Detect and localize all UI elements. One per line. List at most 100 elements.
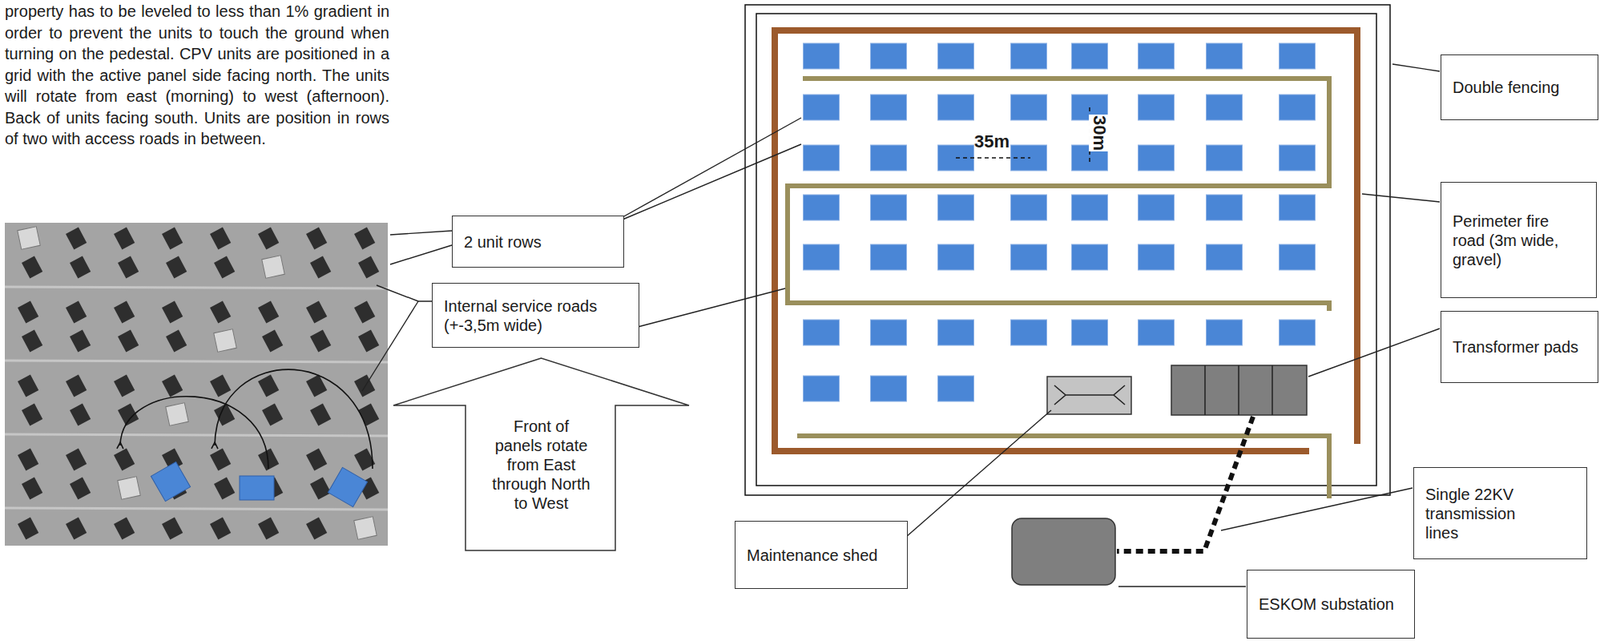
cpv-unit bbox=[870, 194, 907, 221]
photo-panel bbox=[257, 227, 279, 250]
photo-panel bbox=[117, 256, 139, 279]
photo-panel bbox=[17, 301, 39, 324]
fire-road bbox=[771, 447, 1310, 455]
photo-panel bbox=[358, 256, 379, 279]
photo-panel bbox=[310, 330, 331, 353]
transmission-line bbox=[1116, 416, 1254, 552]
fire-road bbox=[774, 30, 1358, 455]
photo-panel bbox=[17, 374, 39, 398]
node-label: 2 unit rows bbox=[463, 232, 613, 252]
photo-panel bbox=[261, 330, 283, 353]
node-label: Single 22KV transmission lines bbox=[1425, 484, 1546, 543]
callout-text: ESKOM substation bbox=[1258, 594, 1403, 614]
node-label: Double fencing bbox=[1452, 77, 1587, 97]
cpv-unit bbox=[1072, 319, 1109, 346]
node-label: Transformer pads bbox=[1452, 337, 1587, 357]
cpv-unit bbox=[803, 319, 840, 346]
cpv-unit bbox=[803, 244, 840, 271]
node-label: ESKOM substation bbox=[1258, 594, 1403, 614]
photo-panel bbox=[257, 374, 279, 398]
cpv-unit bbox=[1072, 43, 1109, 69]
photo-panel bbox=[21, 403, 43, 427]
photo-panel bbox=[358, 330, 379, 353]
leader-line bbox=[1362, 193, 1440, 202]
service-road bbox=[787, 78, 1330, 311]
photo-panel bbox=[161, 374, 183, 398]
arrow-shape bbox=[393, 358, 690, 551]
cpv-unit bbox=[803, 145, 840, 171]
photo-panel bbox=[306, 301, 327, 324]
photo-panel bbox=[69, 330, 91, 353]
cpv-unit bbox=[1011, 194, 1048, 221]
rotation-arc bbox=[214, 369, 373, 469]
cpv-unit bbox=[1011, 244, 1048, 271]
photo-panel bbox=[113, 374, 135, 398]
leader-line bbox=[637, 288, 786, 327]
photo-panel bbox=[310, 403, 331, 427]
photo-panel bbox=[65, 517, 87, 541]
cpv-unit bbox=[1206, 94, 1243, 121]
cpv-unit bbox=[1138, 43, 1175, 69]
cpv-unit bbox=[1011, 319, 1048, 346]
photo-panels bbox=[17, 226, 379, 541]
cpv-unit bbox=[938, 375, 975, 402]
photo-panel bbox=[261, 403, 283, 427]
inner-fence bbox=[756, 13, 1377, 486]
cpv-unit bbox=[1279, 94, 1316, 121]
callout-box: Transformer pads bbox=[1440, 310, 1599, 383]
photo-panel bbox=[306, 448, 327, 472]
callout-box: Maintenance shed bbox=[734, 520, 908, 589]
unit-east bbox=[150, 461, 190, 501]
cpv-unit bbox=[938, 43, 975, 69]
dimension-line bbox=[955, 157, 1031, 159]
cpv-unit bbox=[938, 194, 975, 221]
photo-panel bbox=[117, 403, 139, 427]
leader-lines bbox=[362, 64, 1440, 587]
cpv-unit bbox=[1138, 319, 1175, 346]
photo-panel bbox=[117, 330, 139, 353]
node-label: Front of panels rotate from East through… bbox=[489, 416, 594, 513]
arrow-text: Front of panels rotate from East through… bbox=[489, 416, 594, 513]
photo-panel bbox=[209, 374, 231, 398]
photo-panel bbox=[17, 226, 41, 250]
photo-roads bbox=[4, 286, 388, 510]
cpv-unit bbox=[803, 94, 840, 121]
leader-line bbox=[362, 301, 419, 391]
cpv-units bbox=[803, 43, 1316, 402]
photo-road bbox=[4, 360, 388, 363]
shed-symbol bbox=[1054, 385, 1125, 405]
photo-panel bbox=[213, 477, 235, 500]
photo-panel bbox=[117, 476, 141, 500]
photo-panel bbox=[161, 301, 183, 324]
photo-panel bbox=[354, 301, 375, 324]
callout-text: Internal service roads (+-3,5m wide) bbox=[443, 296, 628, 335]
photo-panel bbox=[113, 448, 135, 472]
leader-line bbox=[390, 245, 452, 265]
cpv-unit bbox=[938, 94, 975, 121]
cpv-unit bbox=[1138, 194, 1175, 221]
photo-panel bbox=[113, 301, 135, 324]
outer-fence bbox=[745, 4, 1391, 496]
pad-divider bbox=[1205, 365, 1273, 416]
photo-panel bbox=[165, 330, 187, 353]
photo-panel bbox=[165, 403, 189, 426]
callout-text: Transformer pads bbox=[1452, 337, 1587, 357]
leader-line bbox=[376, 285, 432, 302]
callout-box: Single 22KV transmission lines bbox=[1413, 467, 1588, 560]
cpv-unit bbox=[1138, 145, 1175, 171]
photo-panel bbox=[65, 448, 87, 472]
callout-text: Maintenance shed bbox=[746, 545, 896, 565]
photo-panel bbox=[209, 517, 231, 541]
photo-panel bbox=[161, 517, 183, 541]
photo-panel bbox=[209, 227, 231, 250]
cpv-unit bbox=[1279, 43, 1316, 69]
callout-text: Double fencing bbox=[1452, 77, 1587, 97]
photo-road bbox=[4, 286, 388, 289]
photo-panel bbox=[113, 517, 135, 541]
photo-panel bbox=[310, 256, 331, 279]
callout-box: Internal service roads (+-3,5m wide) bbox=[431, 282, 640, 348]
photo-panel bbox=[21, 477, 43, 500]
leader-line bbox=[1118, 585, 1246, 587]
cpv-unit bbox=[1072, 244, 1109, 271]
photo-panel bbox=[209, 448, 231, 472]
